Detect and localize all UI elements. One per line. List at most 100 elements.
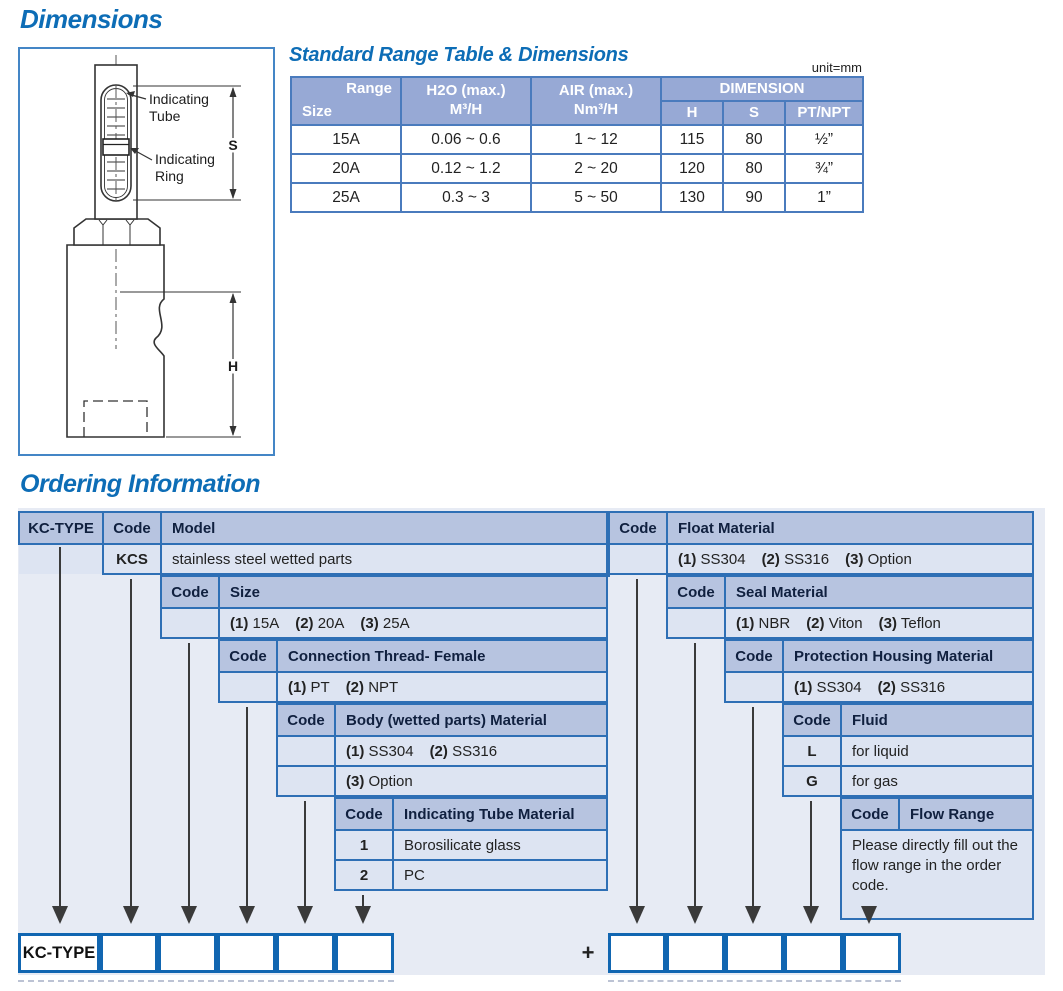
ordering-block-tube-material: Code Indicating Tube Material 1 Borosili… [334, 797, 608, 891]
model-header-cell: Model [160, 511, 608, 545]
ordering-block-size: Code Size (1) 15A(2) 20A(3) 25A [160, 575, 608, 639]
float-material-options-cell: (1) SS304(2) SS316(3) Option [666, 543, 1034, 575]
indicating-tube-label: Tube [149, 108, 181, 124]
thread-header-cell: Connection Thread- Female [276, 639, 608, 673]
ordering-block-flow-range: Code Flow Range Please directly fill out… [840, 797, 1034, 920]
unit-label: unit=mm [811, 60, 862, 75]
ordering-title: Ordering Information [20, 470, 261, 498]
plus-sign: + [581, 940, 595, 965]
order-code-kc-type-box: KC-TYPE [18, 933, 100, 973]
tube-value-cell: PC [392, 859, 608, 891]
ordering-block-body-material: Code Body (wetted parts) Material (1) SS… [276, 703, 608, 797]
code-header-cell: Code [334, 797, 394, 831]
empty-code-cell [160, 607, 220, 639]
order-code-box-model [100, 933, 158, 973]
h-cell: 130 [660, 182, 724, 213]
code-header-cell: Code [724, 639, 784, 673]
cut-line [608, 980, 901, 982]
housing-material-header-cell: Protection Housing Material [782, 639, 1034, 673]
fluid-code-cell: L [782, 735, 842, 767]
block-header-row: Code Seal Material [666, 575, 1034, 609]
order-code-box-seal [666, 933, 725, 973]
block-value-row: (1) 15A(2) 20A(3) 25A [160, 607, 608, 639]
ring-leader-arrow [130, 148, 139, 154]
empty-code-cell [218, 671, 278, 703]
indicating-ring-label: Ring [155, 168, 184, 184]
spacer-cell [19, 544, 103, 574]
ordering-block-seal-material: Code Seal Material (1) NBR(2) Viton(3) T… [666, 575, 1034, 639]
code-header-cell: Code [218, 639, 278, 673]
tube-leader-arrow [126, 91, 135, 97]
block-value-row: (1) SS304(2) SS316(3) Option [608, 543, 1034, 575]
panel-divider [604, 511, 610, 577]
block-value-row: (1) PT(2) NPT [218, 671, 608, 703]
fluid-value-cell: for gas [840, 765, 1034, 797]
dim-h-label: H [228, 358, 238, 374]
block-header-row: Code Flow Range [840, 797, 1034, 831]
block-value-row: L for liquid [782, 735, 1034, 767]
indicating-tube-label: Indicating [149, 91, 209, 107]
air-cell: 2 ~ 20 [530, 153, 662, 184]
block-value-row: Please directly fill out the flow range … [840, 829, 1034, 920]
dim-s-label: S [228, 137, 237, 153]
s-arrow-down [229, 189, 237, 199]
code-header-cell: Code [608, 511, 668, 545]
flow-meter-drawing: Indicating Tube Indicating Ring S H [18, 47, 275, 456]
indicating-ring-shape [102, 138, 130, 156]
seal-material-options-cell: (1) NBR(2) Viton(3) Teflon [724, 607, 1034, 639]
order-code-box-size [158, 933, 217, 973]
ordering-block-float-material: Code Float Material (1) SS304(2) SS316(3… [608, 511, 1034, 575]
table-row: 15A 0.06 ~ 0.6 1 ~ 12 115 80 ½” [290, 124, 864, 155]
pt-cell: ¾” [784, 153, 864, 184]
size-cell: 25A [290, 182, 402, 213]
block-value-row: KCS stainless steel wetted parts [19, 543, 608, 575]
block-header-row: Code Fluid [782, 703, 1034, 737]
ptnpt-col-header: PT/NPT [784, 100, 864, 126]
block-value-row: (3) Option [276, 765, 608, 797]
order-code-box-flow-range [843, 933, 901, 973]
s-cell: 80 [722, 153, 786, 184]
size-cell: 15A [290, 124, 402, 155]
order-code-box-float [608, 933, 666, 973]
port-dashed-rect [83, 400, 148, 437]
s-cell: 90 [722, 182, 786, 213]
block-value-row: G for gas [782, 765, 1034, 797]
ordering-block-thread: Code Connection Thread- Female (1) PT(2)… [218, 639, 608, 703]
indicating-ring-label: Indicating [155, 151, 215, 167]
block-header-row: Code Connection Thread- Female [218, 639, 608, 673]
code-header-cell: Code [160, 575, 220, 609]
flow-range-header-cell: Flow Range [898, 797, 1034, 831]
block-value-row: 1 Borosilicate glass [334, 829, 608, 861]
order-code-box-body-material [276, 933, 335, 973]
block-header-row: Code Body (wetted parts) Material [276, 703, 608, 737]
empty-code-cell [276, 735, 336, 767]
h2o-cell: 0.06 ~ 0.6 [400, 124, 532, 155]
h-cell: 120 [660, 153, 724, 184]
tube-code-cell: 2 [334, 859, 394, 891]
code-header-cell: Code [276, 703, 336, 737]
tube-value-cell: Borosilicate glass [392, 829, 608, 861]
fluid-code-cell: G [782, 765, 842, 797]
ordering-block-model: KC-TYPE Code Model KCS stainless steel w… [18, 511, 608, 575]
cut-line [18, 980, 394, 982]
code-header-cell: Code [102, 511, 162, 545]
block-header-row: Code Size [160, 575, 608, 609]
size-options-cell: (1) 15A(2) 20A(3) 25A [218, 607, 608, 639]
model-desc-cell: stainless steel wetted parts [160, 543, 608, 575]
seal-material-header-cell: Seal Material [724, 575, 1034, 609]
order-code-box-tube-material [335, 933, 394, 973]
order-code-box-thread [217, 933, 276, 973]
h2o-cell: 0.3 ~ 3 [400, 182, 532, 213]
air-cell: 5 ~ 50 [530, 182, 662, 213]
code-header-cell: Code [782, 703, 842, 737]
dimensions-title: Dimensions [20, 4, 163, 34]
fluid-header-cell: Fluid [840, 703, 1034, 737]
ordering-block-housing-material: Code Protection Housing Material (1) SS3… [724, 639, 1034, 703]
standard-range-table: Range Size H2O (max.) M³/H AIR (max.) Nm… [290, 76, 864, 213]
pt-cell: 1” [784, 182, 864, 213]
fluid-value-cell: for liquid [840, 735, 1034, 767]
pt-cell: ½” [784, 124, 864, 155]
block-header-row: Code Protection Housing Material [724, 639, 1034, 673]
block-value-row: 2 PC [334, 859, 608, 891]
